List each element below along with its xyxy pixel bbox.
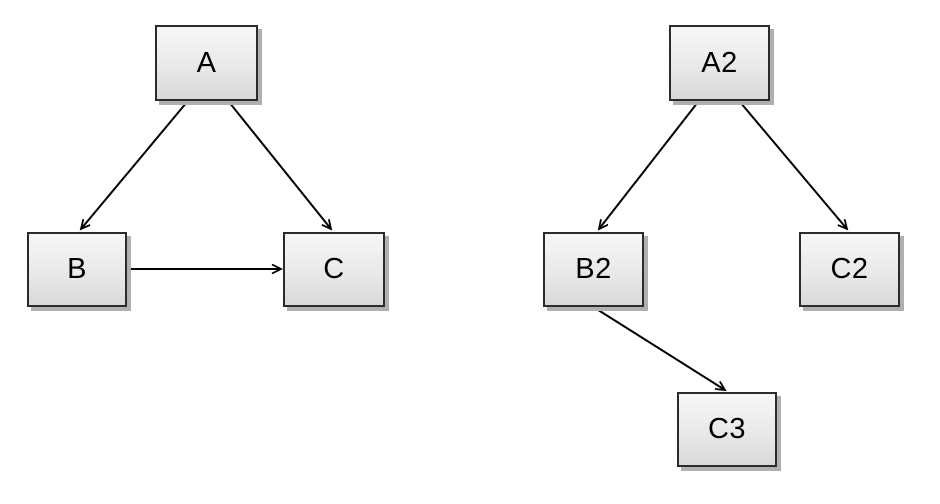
edge-A-to-B (81, 101, 188, 229)
node-A: A (155, 25, 258, 101)
node-B2: B2 (543, 232, 644, 307)
edge-A2-to-B2 (599, 101, 699, 229)
edge-A-to-C (228, 101, 331, 229)
edge-B2-to-C3 (594, 307, 725, 390)
node-A-label: A (196, 46, 217, 79)
node-A2: A2 (669, 25, 770, 101)
node-A2-label: A2 (701, 46, 738, 79)
node-C3-label: C3 (707, 413, 747, 445)
node-B: B (27, 232, 127, 307)
node-B-label: B (67, 253, 87, 285)
edge-A2-to-C2 (739, 101, 847, 229)
node-C2-label: C2 (830, 253, 869, 285)
node-C: C (283, 232, 385, 307)
node-B2-label: B2 (575, 253, 612, 285)
node-C2: C2 (799, 232, 900, 307)
node-C-label: C (323, 253, 345, 285)
node-C3: C3 (677, 392, 777, 467)
